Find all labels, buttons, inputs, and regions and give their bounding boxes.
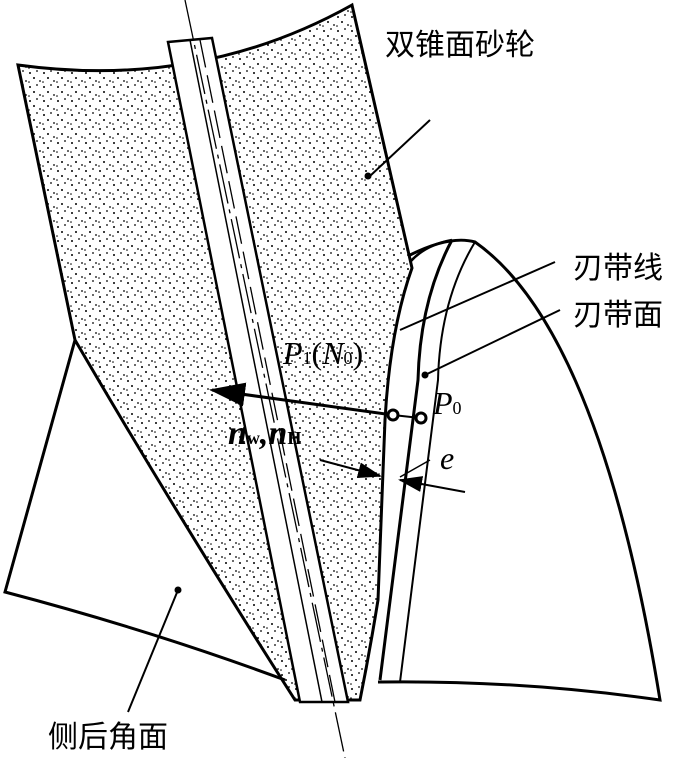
e-dimension-arrow-left [319,459,382,479]
comma: , [259,415,269,452]
land-face-leader [424,309,561,376]
wheel-leader-line [369,119,431,177]
label-flank-face: 侧后角面 [48,720,168,755]
nh-subscript: H [287,428,302,448]
land-line-leader [399,261,556,331]
point-p0 [414,411,428,425]
grinding-wheel [16,2,414,702]
land-face-edge [399,241,476,683]
e-dimension-arrow-right [398,476,466,493]
label-e: e [440,440,455,476]
flank-face-leader [127,589,179,713]
paren-close: ) [352,335,364,371]
p1-symbol: P [283,335,303,371]
n0-symbol: N [322,335,344,371]
wheel-leader-dot [364,172,372,180]
normal-vector-arrow [209,382,394,417]
paren-open: ( [311,335,323,371]
nh-symbol: n [268,415,288,452]
p0-symbol: P [433,385,453,421]
label-land-line: 刃带线 [573,251,663,286]
e-leader-line [399,459,431,478]
label-p1-n0: P1(N0) [283,335,363,372]
flank-face [3,339,286,682]
label-wheel: 双锥面砂轮 [385,28,535,63]
nw-symbol: n [228,415,247,452]
point-p1 [386,408,400,422]
p1-subscript: 1 [302,348,312,368]
wheel-axis-line [184,0,346,758]
flank-face-leader-dot [174,586,182,594]
land-line [378,239,454,681]
wheel-strip-dashed-line [199,39,336,703]
p0-subscript: 0 [452,398,462,418]
nw-subscript: w [246,428,260,448]
land-top-edge [409,238,453,263]
land-face [377,238,662,702]
n0-subscript: 0 [343,348,353,368]
label-nw-nh: nw,nH [228,415,301,453]
land-face-leader-dot [421,371,429,379]
wheel-strip-inner-line [189,39,323,703]
wheel-center-strip [166,36,350,704]
label-land-face: 刃带面 [573,298,663,333]
label-p0: P0 [433,385,462,422]
